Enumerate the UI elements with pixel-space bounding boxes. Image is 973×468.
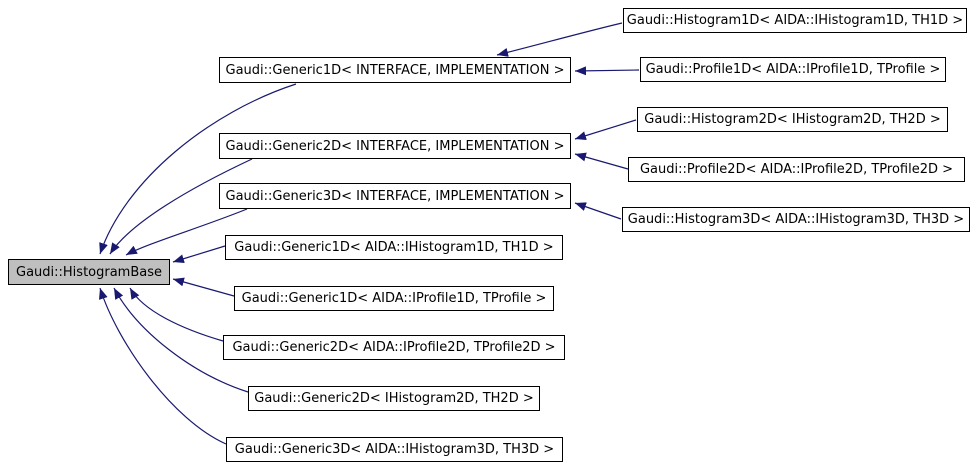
edge-generic3d-h3d-to-histogram-base — [99, 287, 227, 445]
edge-generic2d-p2d-to-histogram-base — [129, 287, 224, 342]
edge-profile2d-to-generic2d-tpl — [574, 152, 629, 170]
node-histogram3d[interactable]: Gaudi::Histogram3D< AIDA::IHistogram3D, … — [622, 207, 970, 232]
edge-histogram1d-to-generic1d-tpl — [496, 22, 623, 57]
edge-generic1d-tpl-to-histogram-base — [99, 83, 297, 255]
node-histogram1d[interactable]: Gaudi::Histogram1D< AIDA::IHistogram1D, … — [623, 8, 967, 33]
node-generic1d-iprofile1d[interactable]: Gaudi::Generic1D< AIDA::IProfile1D, TPro… — [234, 286, 554, 311]
edge-generic2d-h2d-to-histogram-base — [113, 287, 249, 393]
node-generic2d-template[interactable]: Gaudi::Generic2D< INTERFACE, IMPLEMENTAT… — [219, 133, 571, 159]
edge-generic3d-tpl-to-histogram-base — [125, 208, 248, 256]
node-generic3d-ihistogram3d[interactable]: Gaudi::Generic3D< AIDA::IHistogram3D, TH… — [226, 437, 563, 462]
node-generic1d-ihistogram1d[interactable]: Gaudi::Generic1D< AIDA::IHistogram1D, TH… — [225, 235, 563, 260]
node-profile1d[interactable]: Gaudi::Profile1D< AIDA::IProfile1D, TPro… — [640, 57, 946, 82]
node-generic3d-template[interactable]: Gaudi::Generic3D< INTERFACE, IMPLEMENTAT… — [219, 183, 571, 209]
node-generic1d-template[interactable]: Gaudi::Generic1D< INTERFACE, IMPLEMENTAT… — [219, 57, 571, 83]
node-profile2d[interactable]: Gaudi::Profile2D< AIDA::IProfile2D, TPro… — [628, 157, 965, 182]
edge-profile1d-to-generic1d-tpl — [574, 66, 640, 76]
node-histogram2d[interactable]: Gaudi::Histogram2D< IHistogram2D, TH2D > — [637, 107, 948, 132]
edge-generic1d-p1d-to-histogram-base — [172, 277, 235, 297]
edge-histogram2d-to-generic2d-tpl — [574, 119, 637, 141]
edge-histogram3d-to-generic3d-tpl — [574, 202, 622, 220]
node-histogram-base[interactable]: Gaudi::HistogramBase — [8, 259, 170, 285]
node-generic2d-ihistogram2d[interactable]: Gaudi::Generic2D< IHistogram2D, TH2D > — [248, 386, 540, 411]
edge-generic1d-h1d-to-histogram-base — [172, 245, 226, 264]
edge-generic2d-tpl-to-histogram-base — [109, 158, 253, 255]
node-generic2d-iprofile2d[interactable]: Gaudi::Generic2D< AIDA::IProfile2D, TPro… — [223, 335, 565, 360]
